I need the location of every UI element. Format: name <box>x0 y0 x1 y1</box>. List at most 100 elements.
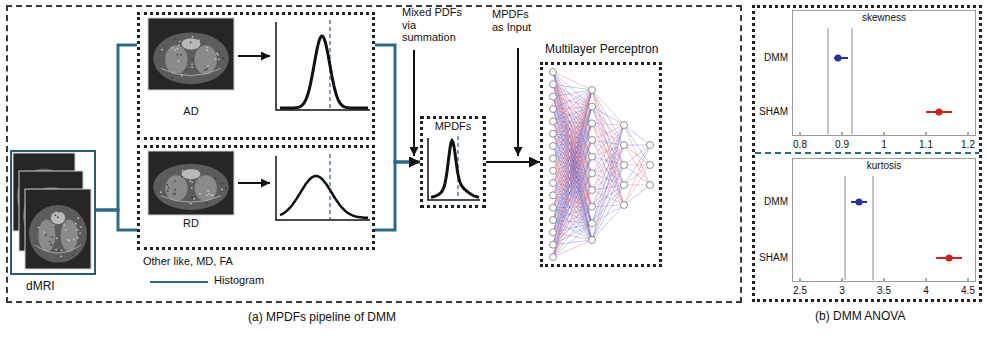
mri-slice <box>25 189 91 269</box>
mri-frame <box>25 189 91 269</box>
mri-speckle <box>221 183 223 185</box>
mri-speckle <box>182 170 184 172</box>
histogram-rule <box>150 281 208 283</box>
mri-speckle <box>215 177 217 179</box>
mri-speckle <box>79 233 81 235</box>
group-label: SHAM <box>759 252 788 264</box>
mri-body <box>29 205 87 263</box>
mlp-weight <box>592 165 624 223</box>
mlp-neuron <box>550 69 557 76</box>
mri-speckle <box>204 69 206 71</box>
mlp-weight <box>553 140 592 245</box>
mlp-weight <box>553 173 592 257</box>
mlp-weight <box>592 185 624 240</box>
mri-speckle <box>75 223 77 225</box>
annotation-text: MPDFs as Input <box>492 8 538 33</box>
node-label: AD <box>148 105 234 118</box>
reference-line <box>828 28 829 134</box>
mri-tissue <box>165 45 187 74</box>
mri-speckle <box>51 244 53 246</box>
mlp-weight <box>553 123 592 244</box>
axis-tick-label: 0.9 <box>835 139 849 151</box>
mri-speckle <box>61 250 63 252</box>
mri-speckle <box>58 211 60 213</box>
mri-speckle <box>58 250 60 252</box>
mri-speckle <box>206 47 208 49</box>
mri-speckle <box>191 182 193 184</box>
mlp-weight <box>553 90 592 97</box>
mlp-weight <box>592 165 624 207</box>
mlp-weight <box>553 107 592 257</box>
mlp-weight <box>592 145 624 157</box>
mlp-neuron <box>550 204 557 211</box>
mri-speckle <box>177 54 179 56</box>
mlp-neuron <box>550 143 557 150</box>
mri-speckle <box>51 236 53 238</box>
mlp-weight <box>553 190 592 257</box>
mlp-neuron <box>550 229 557 236</box>
mri-speckle <box>178 60 180 62</box>
axis-tick-label: 2.5 <box>793 285 807 297</box>
annotation-text: Mixed PDFs via summation <box>402 6 466 44</box>
mri-tissue <box>61 219 78 251</box>
input-arrow <box>413 50 415 156</box>
reference-line <box>873 176 874 280</box>
mri-speckle <box>77 218 79 220</box>
mri-speckle <box>181 176 183 178</box>
kurtosis-plot: kurtosis <box>792 158 976 282</box>
mlp-neuron <box>621 142 628 149</box>
process-arrow <box>238 182 270 184</box>
mri-frame <box>148 151 234 215</box>
mlp-weight <box>592 205 624 223</box>
input-arrow <box>517 48 519 156</box>
mlp-weight <box>553 157 592 257</box>
mlp-neuron <box>621 162 628 169</box>
connector <box>96 210 137 230</box>
mlp-neuron <box>589 187 596 194</box>
mri-speckle <box>180 54 182 56</box>
annotation-text: Other like, MD, FA <box>143 255 233 268</box>
group-label: DMM <box>764 196 788 208</box>
mri-speckle <box>63 224 65 226</box>
mpdf-box: MPDFs <box>420 116 486 208</box>
mlp-neuron <box>550 167 557 174</box>
mlp-weight <box>592 123 624 125</box>
mpdf-curve <box>431 141 479 198</box>
plot-axes <box>276 22 370 110</box>
mlp-weight <box>624 145 650 165</box>
pdf-curve <box>280 36 368 108</box>
mri-speckle <box>73 239 75 241</box>
mlp-weight <box>592 185 624 223</box>
mlp-weight <box>624 125 650 185</box>
axis-tick-label: 1 <box>881 139 887 151</box>
mlp-neuron <box>589 220 596 227</box>
mri-speckle <box>199 193 201 195</box>
connector <box>375 162 420 230</box>
mlp-weight <box>553 123 592 232</box>
mri-tissue <box>165 175 187 201</box>
connector <box>96 45 137 210</box>
process-arrow <box>238 55 270 57</box>
node-label: (a) MPDFs pipeline of DMM <box>248 311 396 325</box>
mri-body <box>153 164 229 210</box>
mri-speckle <box>210 194 212 196</box>
rd-histogram-box: RD <box>137 145 375 250</box>
mri-slice <box>148 18 234 90</box>
mlp-weight <box>592 185 624 207</box>
mri-speckle <box>218 59 220 61</box>
mlp-neuron <box>550 192 557 199</box>
mri-speckle <box>191 64 193 66</box>
mri-slice <box>148 151 234 215</box>
mri-contour <box>161 196 221 202</box>
mlp-neuron <box>550 241 557 248</box>
mlp-network <box>550 69 654 261</box>
ad-histogram-box: AD <box>137 12 375 140</box>
mri-speckle <box>161 49 163 51</box>
skewness-plot: skewness <box>792 10 976 136</box>
mlp-weight <box>553 140 592 220</box>
mri-speckle <box>196 170 198 172</box>
mlp-weight <box>592 140 624 205</box>
mri-speckle <box>191 197 193 199</box>
mri-speckle <box>207 65 209 67</box>
